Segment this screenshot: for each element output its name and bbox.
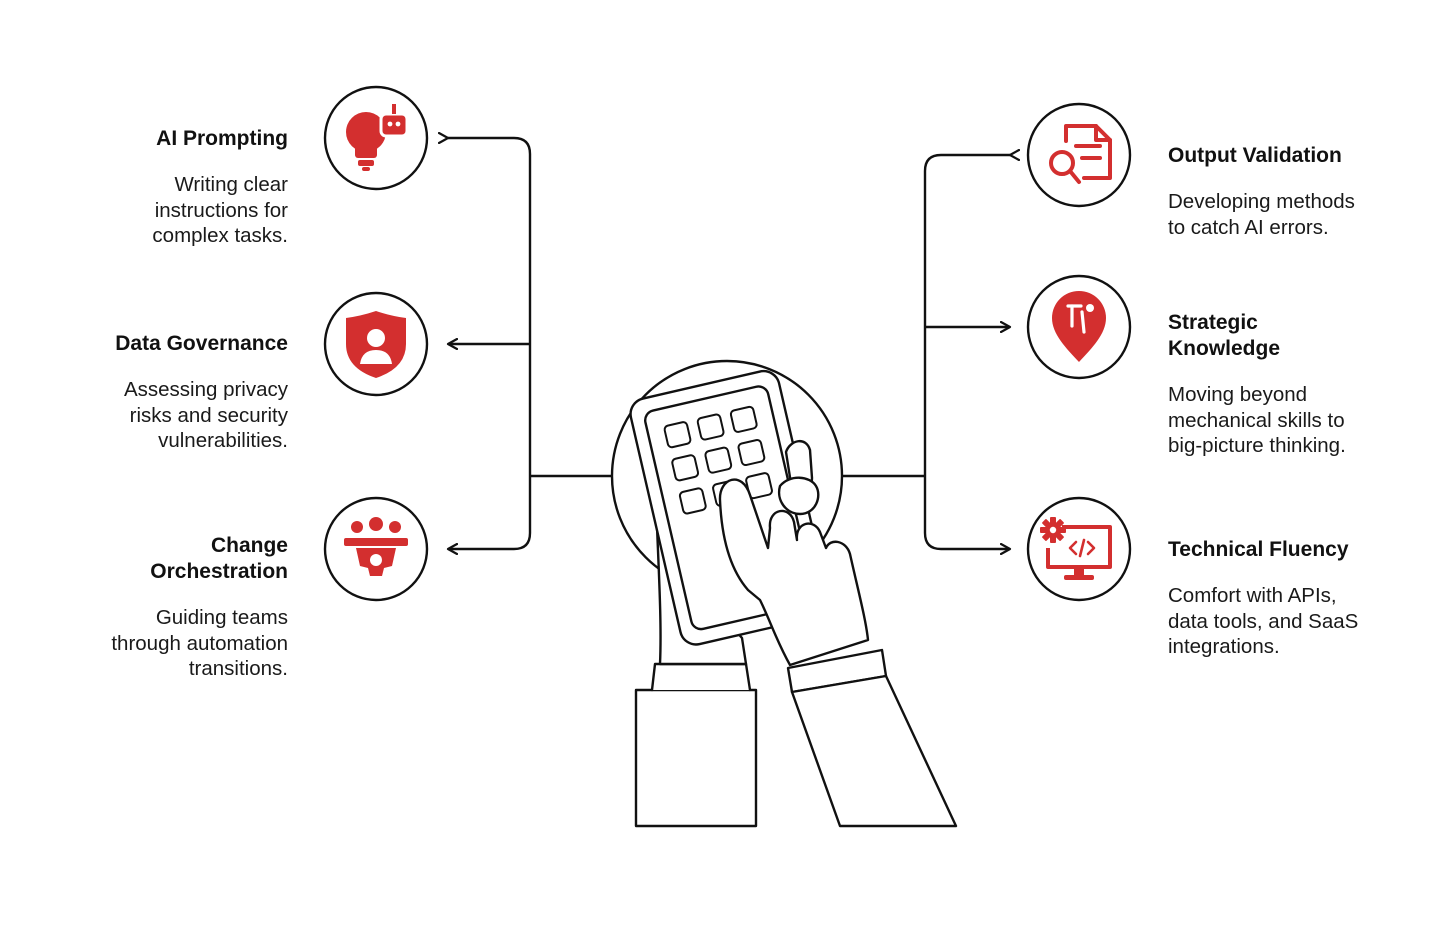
skill-title: Technical Fluency bbox=[1168, 538, 1349, 561]
skill-output-validation: Output Validation Developing methods to … bbox=[1168, 143, 1355, 240]
location-pin-person-icon bbox=[1052, 291, 1106, 362]
skill-description: Guiding teams through automation transit… bbox=[111, 606, 288, 680]
change-orchestration-icon-badge bbox=[323, 496, 429, 602]
lightbulb-robot-icon bbox=[346, 104, 409, 171]
data-governance-icon-badge bbox=[323, 291, 429, 397]
skill-technical-fluency: Technical Fluency Comfort with APIs, dat… bbox=[1168, 537, 1358, 660]
skill-description: Moving beyond mechanical skills to big-p… bbox=[1168, 383, 1346, 457]
skill-strategic-knowledge: Strategic Knowledge Moving beyond mechan… bbox=[1168, 310, 1346, 459]
shield-user-icon bbox=[346, 311, 406, 378]
technical-fluency-icon-badge bbox=[1026, 496, 1132, 602]
skill-description: Comfort with APIs, data tools, and SaaS … bbox=[1168, 584, 1359, 658]
skill-data-governance: Data Governance Assessing privacy risks … bbox=[115, 331, 288, 454]
hands-using-smartphone-icon bbox=[610, 359, 958, 828]
monitor-code-gear-icon bbox=[1040, 517, 1112, 580]
skill-title: AI Prompting bbox=[156, 127, 288, 150]
skill-title: Data Governance bbox=[115, 332, 288, 355]
strategic-knowledge-icon-badge bbox=[1026, 274, 1132, 380]
left-connectors bbox=[448, 138, 612, 549]
connector-right-trunk bbox=[923, 155, 1010, 549]
ai-prompting-icon-badge bbox=[323, 85, 429, 191]
output-validation-icon-badge bbox=[1026, 102, 1132, 208]
skill-title: Change Orchestration bbox=[150, 534, 288, 583]
skill-title: Output Validation bbox=[1168, 144, 1342, 167]
team-gear-icon bbox=[344, 517, 408, 576]
skill-ai-prompting: AI Prompting Writing clear instructions … bbox=[152, 126, 288, 249]
skill-title: Strategic Knowledge bbox=[1168, 311, 1281, 360]
document-search-icon bbox=[1049, 124, 1112, 184]
skill-change-orchestration: Change Orchestration Guiding teams throu… bbox=[111, 533, 288, 682]
skill-description: Developing methods to catch AI errors. bbox=[1168, 190, 1355, 239]
right-connectors bbox=[842, 155, 1010, 549]
skill-description: Writing clear instructions for complex t… bbox=[152, 173, 288, 247]
skill-description: Assessing privacy risks and security vul… bbox=[123, 378, 288, 452]
